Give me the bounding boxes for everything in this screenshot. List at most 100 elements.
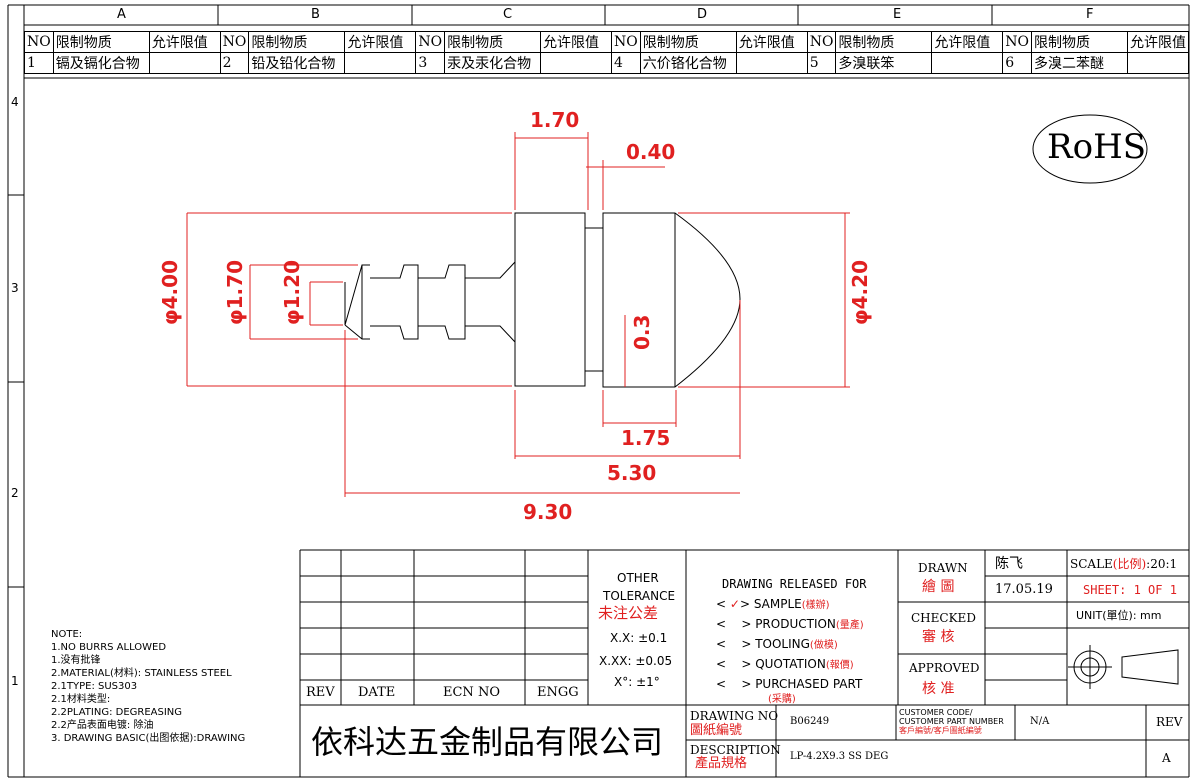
item-limit <box>931 52 1004 74</box>
drawing-no-value: B06249 <box>790 716 830 727</box>
tolerance-xxx: X.XX: ±0.05 <box>599 654 673 668</box>
drawn-label: DRAWN <box>918 561 968 575</box>
note-line: 1.NO BURRS ALLOWED <box>51 642 167 653</box>
substance-header: 限制物质 <box>639 31 737 53</box>
zone-col-c: C <box>503 7 513 22</box>
note-line: 3. DRAWING BASIC(出图依据):DRAWING <box>51 733 246 744</box>
item-no: 1 <box>24 52 54 74</box>
no-header: NO <box>611 31 641 53</box>
release-list: < ✓> SAMPLE(樣辦) < > PRODUCTION(量產) < > T… <box>716 595 864 709</box>
checked-label-cn: 審 核 <box>922 629 955 645</box>
unit-field: UNIT(單位): mm <box>1076 610 1161 621</box>
drawn-label-cn: 繪 圖 <box>922 579 955 595</box>
limit-header: 允许限值 <box>344 31 417 53</box>
release-item-cn: (樣辦) <box>801 600 830 611</box>
description-label: DESCRIPTION <box>690 743 781 757</box>
dim-dia-4-20: φ4.20 <box>848 260 872 325</box>
release-item-tooling[interactable]: < > TOOLING(做模) <box>716 637 838 651</box>
release-item-label: TOOLING <box>755 637 810 651</box>
title-block-lines <box>299 549 1189 777</box>
unit-label: UNIT(單位): <box>1076 609 1137 622</box>
note-line: 2.2产品表面电镀: 除油 <box>51 720 154 731</box>
projection-symbol-icon <box>1068 645 1179 689</box>
ecn-header: ECN NO <box>443 685 500 700</box>
sheet-field: SHEET: 1 OF 1 <box>1083 584 1177 596</box>
rev-label: REV <box>1156 715 1183 729</box>
tolerance-title2: TOLERANCE <box>603 589 676 603</box>
tolerance-xx: X.X: ±0.1 <box>610 631 668 645</box>
no-header: NO <box>219 31 250 53</box>
date-header: DATE <box>358 685 396 700</box>
company-name: 依科达五金制品有限公司 <box>311 723 664 761</box>
approved-label-cn: 核 准 <box>922 681 955 697</box>
drawing-no-label-cn: 圖紙編號 <box>690 723 743 738</box>
item-name: 多溴联笨 <box>835 52 933 74</box>
scale-field: SCALE(比例):20:1 <box>1070 558 1177 570</box>
release-item-label: PURCHASED PART <box>755 677 863 691</box>
release-item-purchased[interactable]: < > PURCHASED PART <box>716 677 863 691</box>
item-limit <box>148 52 221 74</box>
note-line: 2.2PLATING: DEGREASING <box>51 707 183 718</box>
dim-9-30: 9.30 <box>523 500 573 524</box>
no-header: NO <box>415 31 446 53</box>
item-name: 六价铬化合物 <box>639 52 737 74</box>
substance-header: 限制物质 <box>52 31 150 53</box>
dim-5-30: 5.30 <box>607 461 657 485</box>
release-item-production[interactable]: < > PRODUCTION(量產) <box>716 617 864 631</box>
rev-header: REV <box>306 685 335 700</box>
release-item-purchased-cn-row: (采購) <box>716 689 864 709</box>
unit-value: mm <box>1140 609 1162 622</box>
dim-dia-1-70: φ1.70 <box>223 260 247 325</box>
note-line: 2.1TYPE: SUS303 <box>51 681 138 692</box>
item-limit <box>735 52 808 74</box>
part-outline <box>344 212 741 388</box>
no-header: NO <box>1002 31 1033 53</box>
substance-header: 限制物质 <box>835 31 933 53</box>
note-line: 2.1材料类型: <box>51 694 111 705</box>
scale-label-cn: (比例) <box>1112 557 1147 571</box>
zone-row-4: 4 <box>11 95 19 109</box>
zone-col-d: D <box>697 7 708 22</box>
notes-block: NOTE: 1.NO BURRS ALLOWED 1.没有批锋 2.MATERI… <box>51 628 245 745</box>
table-header-row: NO 限制物质 允许限值 NO 限制物质 允许限值 NO 限制物质 允许限值 N… <box>24 31 1189 53</box>
note-line: 1.没有批锋 <box>51 655 101 666</box>
sheet-value: 1 OF 1 <box>1133 583 1177 597</box>
limit-header: 允许限值 <box>540 31 613 53</box>
release-item-sample[interactable]: < ✓> SAMPLE(樣辦) <box>716 597 830 611</box>
tolerance-title1: OTHER <box>617 571 659 585</box>
release-item-label: QUOTATION <box>755 657 826 671</box>
tolerance-deg: X°: ±1° <box>614 675 660 689</box>
limit-header: 允许限值 <box>931 31 1004 53</box>
note-line: 2.MATERIAL(材料): STAINLESS STEEL <box>51 668 232 679</box>
drawing-no-label: DRAWING NO <box>690 709 779 723</box>
zone-col-f: F <box>1086 7 1094 22</box>
tolerance-title-cn: 未注公差 <box>598 604 659 622</box>
table-row: 1 镉及镉化合物 2 铅及铅化合物 3 汞及汞化合物 4 六价铬化合物 5 多溴… <box>24 52 1189 74</box>
checked-label: CHECKED <box>911 611 976 625</box>
release-item-label: PRODUCTION <box>755 617 836 631</box>
item-name: 汞及汞化合物 <box>444 52 542 74</box>
zone-row-3: 3 <box>11 281 19 295</box>
release-item-cn: (報價) <box>825 660 854 671</box>
drawn-by: 陈飞 <box>995 556 1023 572</box>
restricted-substance-table: NO 限制物质 允许限值 NO 限制物质 允许限值 NO 限制物质 允许限值 N… <box>24 31 1189 74</box>
item-no: 6 <box>1002 52 1033 74</box>
dim-dia-1-20: φ1.20 <box>280 260 304 325</box>
item-no: 3 <box>415 52 446 74</box>
customer-label-cn: 客戶編號/客戶圖紙編號 <box>899 726 982 735</box>
description-value: LP-4.2X9.3 SS DEG <box>790 751 889 762</box>
release-item-quotation[interactable]: < > QUOTATION(報價) <box>716 657 854 671</box>
no-header: NO <box>24 31 54 53</box>
substance-header: 限制物质 <box>248 31 346 53</box>
sheet-label: SHEET: <box>1083 583 1127 597</box>
dimension-lines <box>186 132 850 497</box>
item-limit <box>344 52 417 74</box>
dim-0-3: 0.3 <box>630 314 654 350</box>
description-label-cn: 產品規格 <box>695 756 748 771</box>
item-name: 镉及镉化合物 <box>52 52 150 74</box>
zone-row-1: 1 <box>11 674 19 688</box>
release-item-cn: (做模) <box>809 640 838 651</box>
check-icon: ✓ <box>729 597 740 611</box>
item-limit <box>1127 52 1189 74</box>
